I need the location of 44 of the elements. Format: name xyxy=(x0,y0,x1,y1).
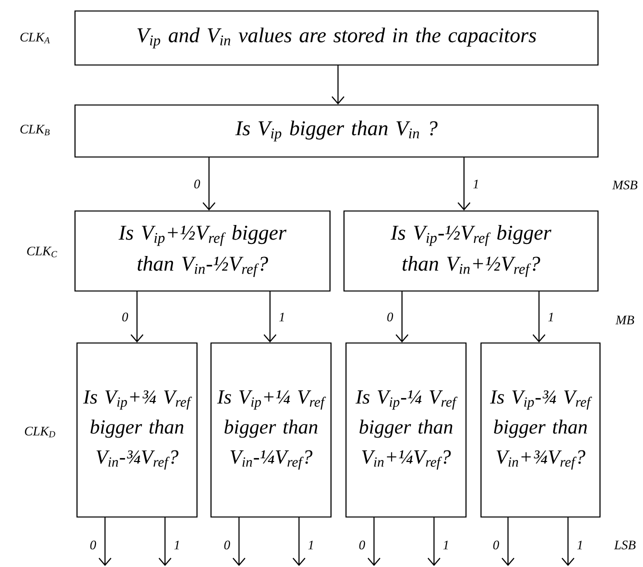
arrow xyxy=(532,292,546,342)
edge-label: 1 xyxy=(443,540,448,550)
process-box: Is V$_{ip}$+¼ V$_{ref}$ bigger than V$_{in}$-¼V$_{ref}$? xyxy=(210,342,332,518)
edge-label: 1 xyxy=(473,180,478,188)
edge-label: 0 xyxy=(359,540,366,550)
edge-label: 1 xyxy=(279,312,284,322)
arrow xyxy=(202,158,216,210)
arrow xyxy=(502,518,514,566)
arrow xyxy=(158,518,172,566)
edge-label: 0 xyxy=(224,540,230,550)
arrow xyxy=(458,158,470,210)
arrow xyxy=(396,292,408,342)
arrow xyxy=(264,292,276,342)
edge-label: 0 xyxy=(122,312,128,322)
arrow xyxy=(562,518,574,566)
edge-label: 0 xyxy=(90,540,96,550)
edge-label: 0 xyxy=(194,180,200,188)
edge-label: 1 xyxy=(174,540,179,550)
process-box: Is V$_{ip}$-¼ V$_{ref}$ bigger than V$_{in}$+¼V$_{ref}$? xyxy=(345,342,467,518)
clock-label: LSB xyxy=(614,540,636,550)
arrow xyxy=(130,292,144,342)
process-box: Is V$_{ip}$+½V$_{ref}$ bigger than V$_{in}$-½V$_{ref}$? xyxy=(74,210,331,292)
process-box: Is V$_{ip}$-¾ V$_{ref}$ bigger than V$_{in}$+¾V$_{ref}$? xyxy=(480,342,601,518)
arrow xyxy=(332,66,344,104)
clock-label: MSB xyxy=(612,180,638,190)
arrow xyxy=(98,518,112,566)
clock-label: CLK$_{B}$ xyxy=(20,124,50,136)
edge-label: 0 xyxy=(493,540,500,550)
arrow xyxy=(232,518,246,566)
process-box: Is V$_{ip}$-½V$_{ref}$ bigger than V$_{in}$+½V$_{ref}$? xyxy=(343,210,599,292)
edge-label: 1 xyxy=(548,312,553,322)
clock-label: MB xyxy=(615,316,634,324)
arrow xyxy=(428,518,440,566)
process-box: Is V$_{ip}$+¾ V$_{ref}$ bigger than V$_{in}$-¾V$_{ref}$? xyxy=(76,342,198,518)
arrow xyxy=(292,518,306,566)
process-box: Is V$_{ip}$ bigger than V$_{in}$ ? xyxy=(74,104,599,158)
edge-label: 0 xyxy=(387,312,394,322)
edge-label: 1 xyxy=(308,540,313,550)
process-box: V$_{ip}$ and V$_{in}$ values are stored in the capacitors xyxy=(74,10,599,66)
clock-label: CLK$_{D}$ xyxy=(24,426,56,438)
clock-label: CLK$_{A}$ xyxy=(20,32,50,44)
arrow xyxy=(368,518,380,566)
clock-label: CLK$_{C}$ xyxy=(27,246,58,258)
edge-label: 1 xyxy=(577,540,582,550)
